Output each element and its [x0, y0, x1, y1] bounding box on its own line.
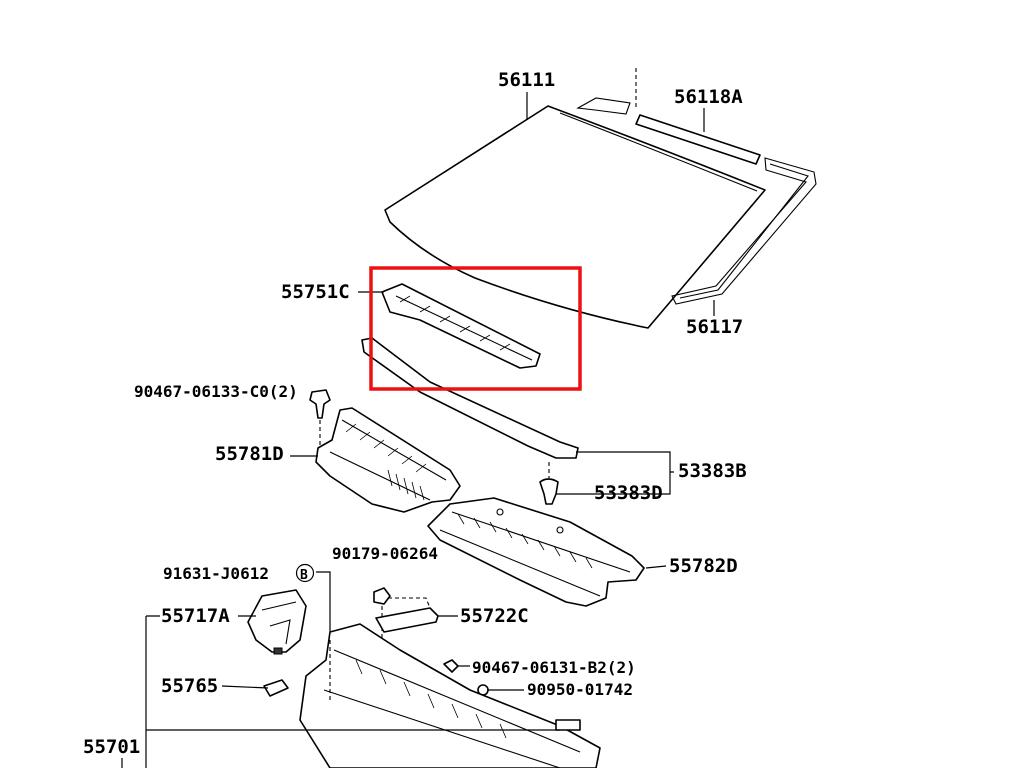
small-seal: [263, 679, 289, 697]
label-cowl-seal-upper: 55751C: [281, 281, 350, 303]
cowl-louver-right: [427, 497, 645, 607]
bracket-55717A: [247, 589, 307, 655]
highlight-box: [369, 266, 582, 391]
label-cowl-louver-right: 55782D: [669, 555, 738, 577]
label-nut-a: 90179-06264: [332, 544, 438, 563]
label-clip-b: 90467-06131-B2(2): [472, 658, 636, 677]
cowl-seal-strip: [361, 337, 579, 459]
seal-clip: [539, 462, 559, 505]
nut-a: [373, 587, 391, 640]
clip-a: [309, 389, 331, 460]
label-seal-main: 53383B: [678, 460, 747, 482]
windshield-glass: [384, 105, 766, 329]
label-dam-lower: 56117: [686, 316, 743, 338]
label-bolt-b-marker: B: [300, 568, 308, 583]
label-clip-a: 90467-06133-C0(2): [134, 382, 298, 401]
bracket-55722C: [375, 597, 439, 633]
label-cowl-louver-left: 55781D: [215, 443, 284, 465]
label-dam-upper: 56118A: [674, 86, 743, 108]
clip-b: [443, 659, 459, 673]
cowl-panel: [299, 623, 601, 768]
label-windshield-glass: 56111: [498, 69, 555, 91]
leader-lines: [121, 68, 715, 768]
cowl-louver-left: [315, 407, 461, 513]
bolt-b-marker-circle: [295, 563, 315, 583]
label-bracket-a: 55722C: [460, 605, 529, 627]
cowl-seal-upper: [381, 283, 541, 369]
label-grommet: 90950-01742: [527, 680, 633, 699]
windshield-dam-frame: [576, 97, 817, 305]
label-seal-clip: 53383D: [594, 482, 663, 504]
label-bolt-b: 91631-J0612: [163, 564, 269, 583]
label-small-seal: 55765: [161, 675, 218, 697]
label-bracket-b: 55717A: [161, 605, 230, 627]
label-cowl-panel: 55701: [83, 736, 140, 758]
